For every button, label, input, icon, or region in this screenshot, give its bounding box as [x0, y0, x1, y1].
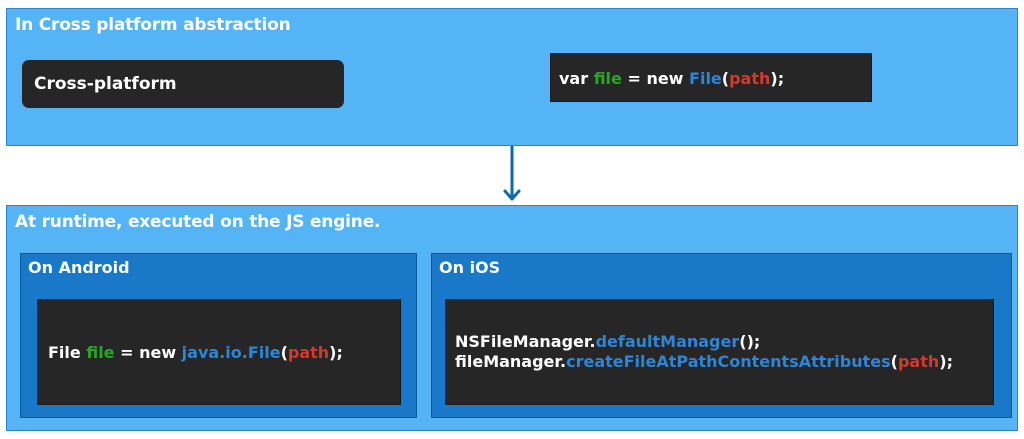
- code-token: (: [890, 352, 898, 371]
- android-title: On Android: [28, 258, 130, 277]
- ios-code: NSFileManager.defaultManager(); fileMana…: [445, 299, 994, 405]
- code-token: File: [48, 343, 87, 362]
- code-line: NSFileManager.defaultManager();: [455, 332, 993, 352]
- code-token: java.io.File: [181, 343, 281, 362]
- code-token: fileManager.: [455, 352, 567, 371]
- code-token: (: [721, 69, 730, 88]
- code-token: = new: [621, 69, 690, 88]
- code-token: File: [689, 69, 722, 88]
- cross-platform-code: var file = new File(path);: [550, 53, 872, 102]
- code-token: = new: [114, 343, 182, 362]
- ios-panel: On iOS NSFileManager.defaultManager(); f…: [431, 253, 1012, 418]
- code-token: (: [280, 343, 288, 362]
- code-token: file: [86, 343, 115, 362]
- android-code: File file = new java.io.File(path);: [37, 299, 401, 405]
- runtime-panel: At runtime, executed on the JS engine. O…: [6, 205, 1018, 431]
- code-token: ();: [739, 332, 761, 351]
- code-token: );: [329, 343, 343, 362]
- code-token: path: [729, 69, 771, 88]
- code-token: path: [287, 343, 330, 362]
- code-line: fileManager.createFileAtPathContentsAttr…: [455, 352, 993, 372]
- cross-platform-label: Cross-platform: [22, 60, 344, 108]
- code-token: path: [897, 352, 940, 371]
- code-token: file: [593, 69, 622, 88]
- code-token: );: [770, 69, 785, 88]
- code-token: createFileAtPathContentsAttributes: [566, 352, 891, 371]
- cross-platform-panel: In Cross platform abstraction Cross-plat…: [6, 8, 1018, 146]
- code-token: var: [559, 69, 594, 88]
- ios-title: On iOS: [439, 258, 501, 277]
- code-token: defaultManager: [595, 332, 740, 351]
- panel-title: In Cross platform abstraction: [15, 15, 291, 35]
- panel-title: At runtime, executed on the JS engine.: [15, 212, 381, 232]
- code-token: NSFileManager.: [455, 332, 596, 351]
- android-panel: On Android File file = new java.io.File(…: [20, 253, 417, 418]
- code-token: );: [939, 352, 953, 371]
